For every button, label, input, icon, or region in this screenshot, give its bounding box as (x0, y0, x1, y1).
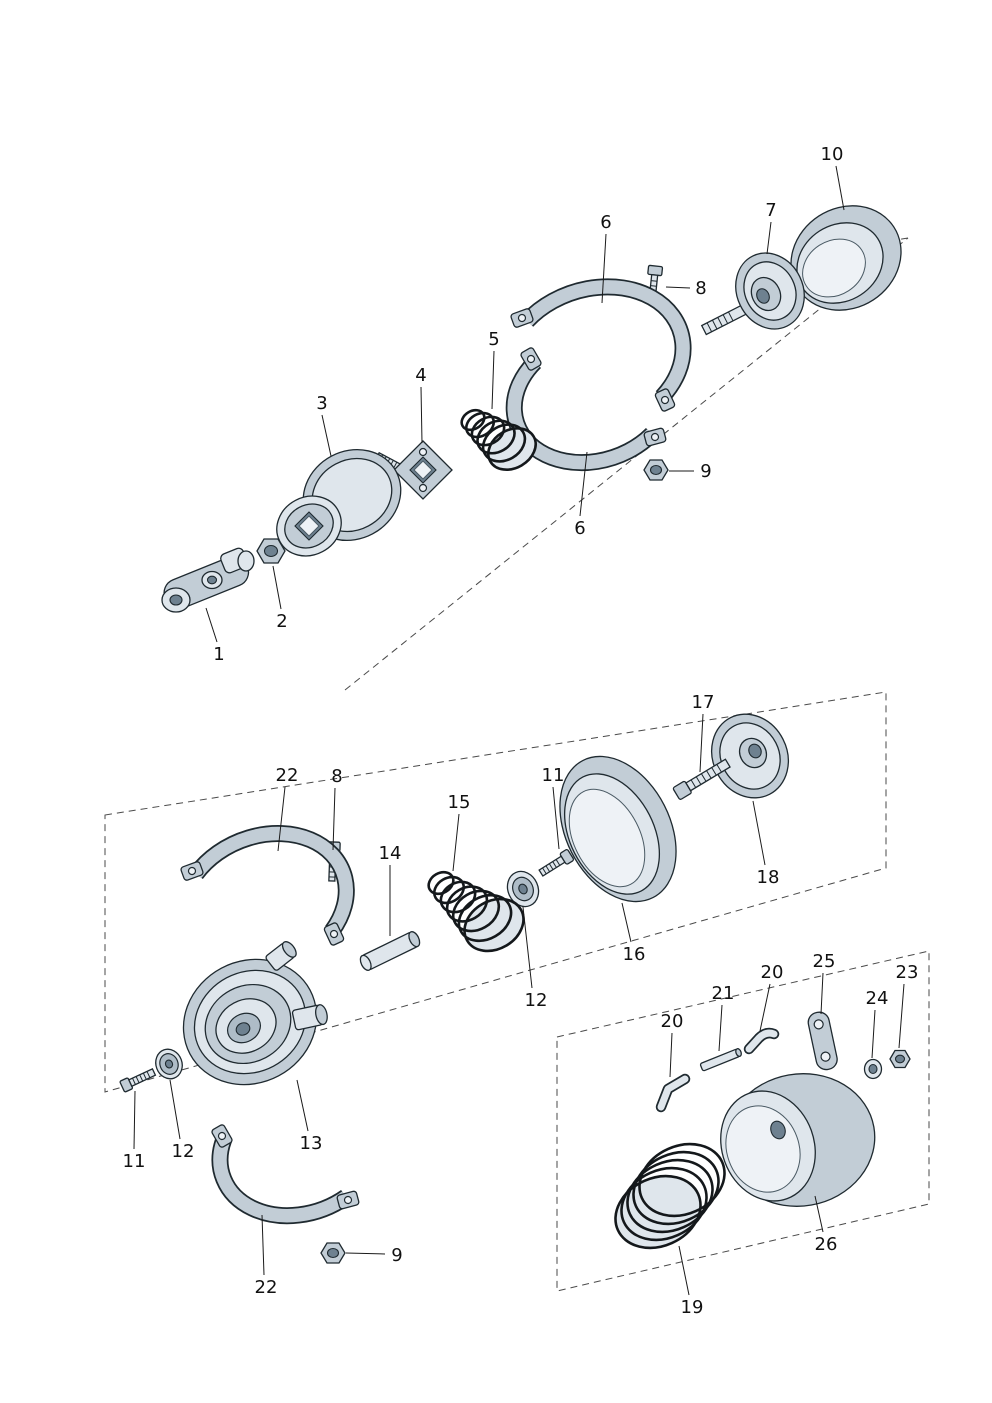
callout-label-26-31: 26 (815, 1234, 838, 1255)
callout-leader-26-31 (814, 1195, 824, 1233)
callout-leader-9-24 (345, 1252, 386, 1255)
part-23-nut (889, 1049, 911, 1069)
part-18-disc (711, 713, 789, 799)
callout-leader-6-3 (601, 233, 607, 304)
part-15-spring (427, 870, 525, 953)
callout-leader-11-13 (552, 786, 560, 850)
callout-label-11-21: 11 (123, 1151, 146, 1172)
part-13-tensioner (182, 941, 328, 1086)
callout-leader-20-25 (669, 1032, 673, 1078)
callout-label-14-16: 14 (379, 843, 402, 864)
part-16-shell (559, 755, 677, 903)
callout-leader-11-21 (133, 1090, 136, 1150)
callout-label-8-17: 8 (331, 766, 342, 787)
part-21-pin (699, 1048, 742, 1072)
part-9-nut-lower (320, 1242, 346, 1264)
callout-leader-2-9 (272, 565, 282, 610)
part-4-bracket (393, 440, 453, 500)
part-7-pulley (700, 252, 805, 336)
callout-leader-25-28 (820, 972, 824, 1015)
callout-leader-18-12 (752, 800, 766, 866)
callout-leader-5-4 (491, 350, 495, 410)
part-22-strap-lower (211, 1124, 360, 1225)
callout-label-20-25: 20 (661, 1011, 684, 1032)
callout-leader-21-26 (718, 1004, 723, 1052)
callout-leader-22-18 (277, 786, 286, 852)
callout-label-22-23: 22 (255, 1277, 278, 1298)
callout-leader-12-19 (522, 906, 533, 989)
callout-leader-23-30 (898, 983, 905, 1049)
part-3-drum (276, 448, 402, 557)
callout-label-6-7: 6 (574, 518, 585, 539)
callout-leader-8-17 (332, 787, 336, 851)
callout-leader-12-22 (169, 1079, 181, 1140)
part-26-drum (720, 1073, 876, 1207)
callout-leader-22-23 (261, 1214, 265, 1276)
part-20-elbow-left (655, 1073, 691, 1113)
callout-leader-24-29 (871, 1009, 876, 1059)
part-14-pin (359, 931, 421, 971)
callout-label-7-1: 7 (765, 200, 776, 221)
callout-label-16-14: 16 (623, 944, 646, 965)
callout-leader-19-32 (678, 1245, 690, 1296)
callout-label-22-18: 22 (276, 765, 299, 786)
callout-label-9-24: 9 (391, 1245, 402, 1266)
part-6-strap-lower (505, 347, 667, 472)
callout-label-9-6: 9 (700, 461, 711, 482)
callout-label-2-9: 2 (276, 611, 287, 632)
callout-label-20-27: 20 (761, 962, 784, 983)
callout-leader-7-1 (766, 221, 772, 255)
part-12-washer-mid (506, 870, 540, 908)
part-9-nut-upper (643, 459, 669, 481)
part-11-bolt-left (119, 1068, 157, 1093)
callout-label-4-5: 4 (415, 365, 426, 386)
callout-leader-13-20 (296, 1079, 309, 1132)
callout-label-18-12: 18 (757, 867, 780, 888)
callout-leader-15-15 (452, 813, 460, 872)
callout-label-10-0: 10 (821, 144, 844, 165)
callout-label-1-10: 1 (213, 644, 224, 665)
callout-leader-4-5 (420, 386, 423, 444)
part-22-strap-upper (180, 825, 355, 946)
callout-label-6-3: 6 (600, 212, 611, 233)
callout-label-17-11: 17 (692, 692, 715, 713)
part-2-nut (256, 538, 286, 564)
callout-label-12-19: 12 (525, 990, 548, 1011)
callout-leader-6-7 (579, 451, 588, 517)
callout-label-5-4: 5 (488, 329, 499, 350)
callout-leader-16-14 (621, 902, 632, 943)
callout-label-19-32: 19 (681, 1297, 704, 1318)
callout-leader-3-8 (321, 414, 332, 457)
part-5-spring (460, 408, 537, 471)
part-17-bolt (672, 758, 731, 800)
callout-label-25-28: 25 (813, 951, 836, 972)
callout-leader-20-27 (759, 983, 771, 1032)
part-20-elbow-right (743, 1027, 780, 1055)
callout-label-8-2: 8 (695, 278, 706, 299)
callout-label-21-26: 21 (712, 983, 735, 1004)
part-24-washer (863, 1058, 883, 1080)
part-1-lever (161, 547, 255, 613)
callout-label-23-30: 23 (896, 962, 919, 983)
part-12-washer-left (155, 1048, 183, 1080)
callout-leader-8-2 (665, 286, 691, 289)
part-6-strap-upper (510, 278, 692, 412)
callout-label-3-8: 3 (316, 393, 327, 414)
callout-leader-17-11 (699, 713, 704, 773)
callout-leader-10-0 (835, 165, 845, 211)
part-11-bolt-mid (538, 849, 575, 877)
callout-label-11-13: 11 (542, 765, 565, 786)
callout-label-12-22: 12 (172, 1141, 195, 1162)
callout-leader-1-10 (205, 607, 218, 643)
callout-label-24-29: 24 (866, 988, 889, 1009)
callout-label-13-20: 13 (300, 1133, 323, 1154)
callout-label-15-15: 15 (448, 792, 471, 813)
part-25-bracket (807, 1011, 838, 1071)
part-10-cup (790, 205, 902, 311)
part-19-spring (614, 1142, 726, 1250)
